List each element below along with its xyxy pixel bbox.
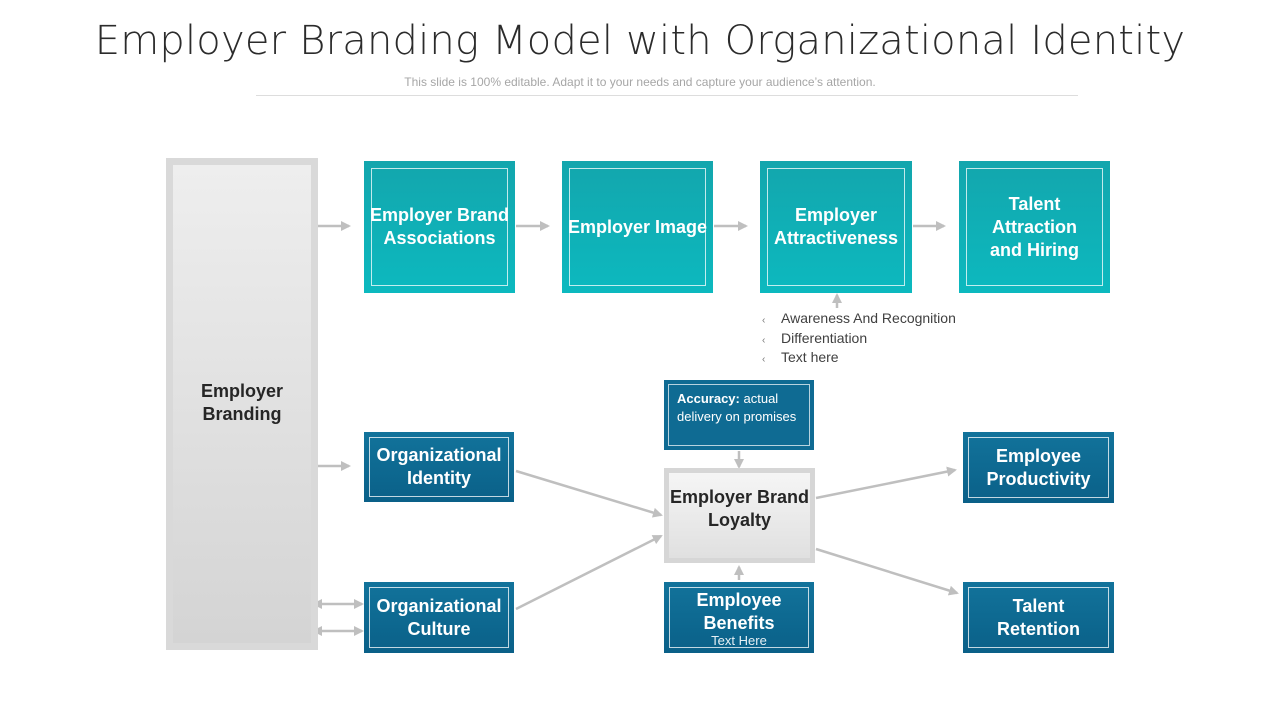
employee-productivity-box: Employee Productivity: [963, 432, 1114, 503]
accuracy-description: actual delivery on promises: [677, 391, 797, 424]
employee-productivity-label: Employee Productivity: [986, 445, 1091, 489]
arrow-culture-to-loyalty: [515, 534, 663, 611]
arrow-loyalty-to-retention: [815, 547, 959, 596]
employee-benefits-subtext: Text Here: [711, 633, 767, 648]
employer-branding-block: Employer Branding: [166, 158, 318, 650]
talent-retention-box: Talent Retention: [963, 582, 1114, 653]
title-divider: [256, 95, 1078, 96]
page-title: Employer Branding Model with Organizatio…: [94, 18, 1186, 64]
employer-brand-associations-label: Employer Brand Associations: [369, 205, 510, 248]
arrow-loyalty-to-productivity: [815, 466, 957, 500]
organizational-identity-label: Organizational Identity: [376, 445, 502, 488]
employer-attractiveness-box: Employer Attractiveness: [760, 161, 912, 293]
employer-image-label: Employer Image: [567, 216, 708, 237]
arrow-identity-to-loyalty: [515, 469, 663, 518]
accuracy-label: Accuracy:: [677, 391, 740, 406]
talent-attraction-box: Talent Attraction and Hiring: [959, 161, 1110, 293]
employer-image-box: Employer Image: [562, 161, 713, 293]
employer-branding-label: Employer Branding: [200, 381, 284, 424]
page-subtitle: This slide is 100% editable. Adapt it to…: [404, 75, 876, 89]
talent-attraction-label: Talent Attraction and Hiring: [990, 193, 1079, 260]
organizational-identity-box: Organizational Identity: [364, 432, 514, 502]
talent-retention-label: Talent Retention: [997, 595, 1080, 639]
list-item: ‹Awareness And Recognition: [762, 310, 956, 326]
employer-brand-loyalty-label: Employer Brand Loyalty: [669, 487, 810, 530]
attractiveness-factors-list: ‹Awareness And Recognition ‹Differentiat…: [762, 310, 956, 369]
accuracy-text: Accuracy: actual delivery on promises: [677, 390, 807, 426]
employer-brand-loyalty-box: Employer Brand Loyalty: [664, 468, 815, 563]
accuracy-box: Accuracy: actual delivery on promises: [664, 380, 814, 450]
employee-benefits-box: Employee Benefits Text Here: [664, 582, 814, 653]
employer-attractiveness-label: Employer Attractiveness: [773, 205, 899, 248]
organizational-culture-label: Organizational Culture: [376, 595, 502, 639]
employer-brand-associations-box: Employer Brand Associations: [364, 161, 515, 293]
list-item: ‹Differentiation: [762, 329, 868, 346]
list-item: ‹Text here: [762, 349, 839, 365]
organizational-culture-box: Organizational Culture: [364, 582, 514, 653]
employee-benefits-label: Employee Benefits: [696, 590, 782, 633]
